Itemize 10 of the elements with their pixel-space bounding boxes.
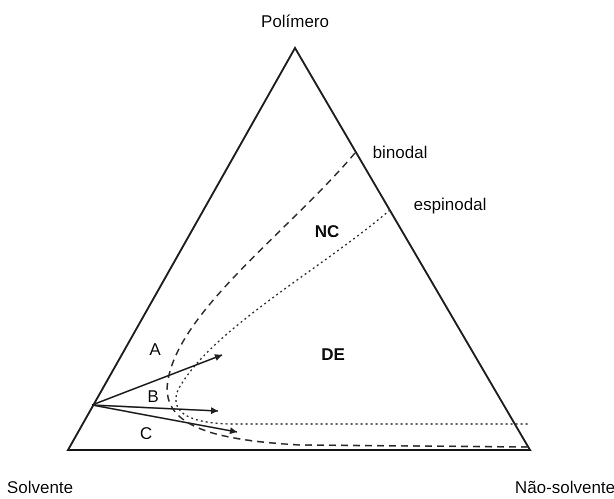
curve-label: binodal [372,143,428,163]
vertex-label: Solvente [6,478,74,498]
curve-label: espinodal [414,195,486,215]
region-label: DE [321,345,345,365]
path-label: B [147,387,159,407]
path-label: C [140,424,152,444]
vertex-label: Não-solvente [514,478,614,498]
path-label: A [149,340,161,360]
region-label: NC [314,222,340,242]
vertex-label: Polímero [260,12,330,32]
